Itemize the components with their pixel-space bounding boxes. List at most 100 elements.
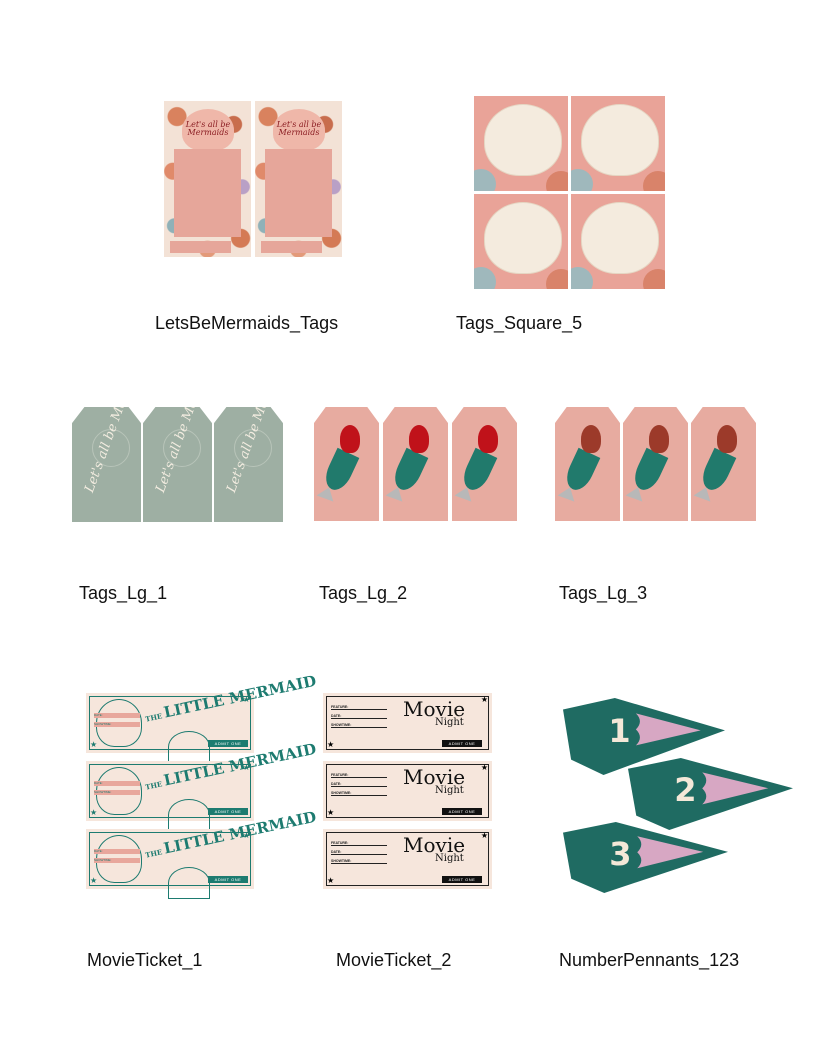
admit-one-badge: ADMIT ONE (208, 740, 248, 747)
large-tag-mermaid (452, 407, 517, 521)
ticket-field: FEATURE: (331, 705, 387, 710)
ticket-field: DATE: (331, 850, 387, 855)
ticket-field: DATE: (94, 781, 140, 786)
ticket-field: FEATURE: (331, 773, 387, 778)
star-icon: ★ (327, 808, 335, 817)
item-label: MovieTicket_2 (336, 950, 452, 970)
ticket-field: DATE: (94, 849, 140, 854)
item-label: Tags_Square_5 (456, 313, 583, 333)
tag-panel (174, 149, 241, 237)
mermaid-tail (561, 447, 601, 495)
admit-one-badge: ADMIT ONE (442, 740, 482, 747)
tag-footer-band (261, 241, 322, 253)
ticket-subtitle: Night (435, 717, 464, 728)
item-label: NumberPennants_123 (559, 950, 740, 970)
star-icon: ★ (90, 876, 98, 885)
tag-panel (265, 149, 332, 237)
star-icon: ★ (242, 695, 250, 704)
mermaid-hair (478, 425, 498, 453)
square-tag-image (474, 194, 568, 289)
pennant-tip (702, 772, 769, 805)
star-icon: ★ (242, 763, 250, 772)
admit-one-badge: ADMIT ONE (208, 876, 248, 883)
pennant-shape (563, 698, 725, 775)
ticket-field: SHOWTIME: (331, 791, 387, 796)
mermaid-tag-image: Let's all be Mermaids (164, 101, 251, 257)
item-label: Tags_Lg_2 (319, 583, 408, 603)
shell-pattern (474, 267, 496, 289)
item-label: Tags_Lg_3 (559, 583, 648, 603)
mermaid-tail (320, 447, 360, 495)
shell-graphic (273, 109, 325, 151)
admit-one-badge: ADMIT ONE (442, 876, 482, 883)
mermaid-tail (697, 447, 737, 495)
mermaid-tail (458, 447, 498, 495)
scallop-shell-graphic (484, 202, 562, 274)
ticket-field: DATE: (94, 713, 140, 718)
square-tag-image (474, 96, 568, 191)
star-icon: ★ (480, 831, 488, 840)
shell-pattern (571, 267, 593, 289)
ticket-title: Movie (403, 833, 466, 857)
ticket-field: SHOWTIME: (94, 858, 140, 863)
scallop-shell-graphic (581, 104, 659, 176)
ticket-subtitle: Night (435, 853, 464, 864)
mermaid-hair (649, 425, 669, 453)
shell-pattern (546, 269, 568, 289)
pennant-shape (628, 758, 793, 830)
shell-pattern (546, 171, 568, 191)
ticket-frame (326, 764, 489, 818)
square-tag-image (571, 96, 665, 191)
shell-pattern (643, 269, 665, 289)
mermaid-hair (717, 425, 737, 453)
item-label: MovieTicket_1 (87, 950, 203, 970)
mermaid-tail (389, 447, 429, 495)
mermaid-hair (340, 425, 360, 453)
square-tag-image (571, 194, 665, 289)
admit-one-badge: ADMIT ONE (208, 808, 248, 815)
large-tag-green: Let's all be Mermaids (143, 407, 212, 522)
ticket-field: SHOWTIME: (331, 723, 387, 728)
shell-pattern (643, 171, 665, 191)
large-tag-mermaid (623, 407, 688, 521)
ticket-frame (326, 696, 489, 750)
ticket-frame (326, 832, 489, 886)
ticket-field: SHOWTIME: (94, 790, 140, 795)
scallop-shell-graphic (484, 104, 562, 176)
star-icon: ★ (480, 695, 488, 704)
ticket-field: DATE: (331, 782, 387, 787)
admit-one-badge: ADMIT ONE (442, 808, 482, 815)
shell-outline (92, 429, 130, 467)
shell-pattern (571, 169, 593, 191)
star-icon: ★ (480, 763, 488, 772)
pennant-shape (563, 822, 728, 893)
item-label: Tags_Lg_1 (79, 583, 168, 603)
star-icon: ★ (327, 876, 335, 885)
mermaid-hair (409, 425, 429, 453)
shell-graphic (182, 109, 234, 151)
large-tag-mermaid (383, 407, 448, 521)
scallop-shell-graphic (581, 202, 659, 274)
shell-pattern (474, 169, 496, 191)
large-tag-mermaid (691, 407, 756, 521)
ticket-title: Movie (403, 765, 466, 789)
star-icon: ★ (242, 831, 250, 840)
mermaid-hair (581, 425, 601, 453)
pennant-number: 3 (609, 834, 632, 873)
ticket-title: Movie (403, 697, 466, 721)
star-icon: ★ (90, 740, 98, 749)
ticket-field: SHOWTIME: (331, 859, 387, 864)
tag-script-logo: Let's all be Mermaids (185, 120, 231, 137)
ticket-field: SHOWTIME: (94, 722, 140, 727)
pennant-tip (637, 836, 704, 869)
ticket-subtitle: Night (435, 785, 464, 796)
number-pennant: 3 (563, 822, 728, 893)
item-label: LetsBeMermaids_Tags (155, 313, 339, 333)
pennant-number: 2 (674, 770, 697, 809)
tag-footer-band (170, 241, 231, 253)
shell-outline (234, 429, 272, 467)
pennant-number: 1 (608, 711, 631, 750)
number-pennant: 2 (628, 758, 793, 830)
